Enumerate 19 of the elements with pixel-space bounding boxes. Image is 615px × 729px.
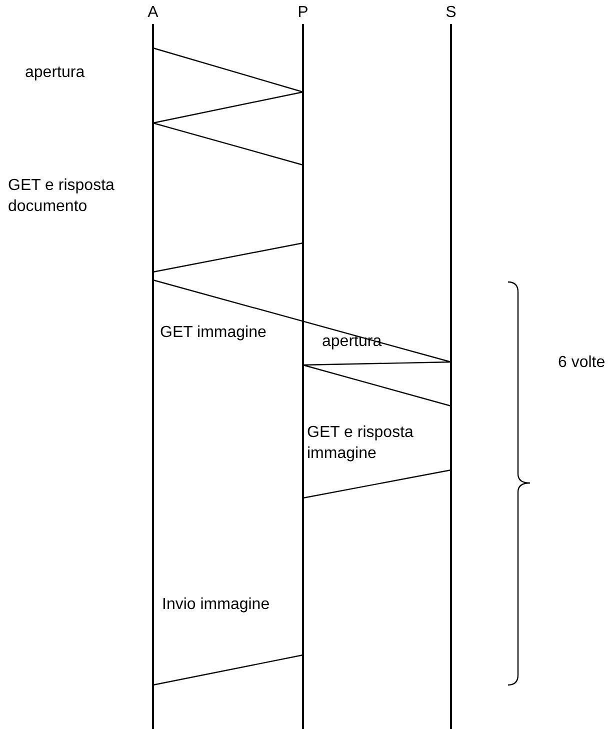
message-line — [302, 361, 452, 366]
step-note: GET e risposta documento — [8, 176, 116, 217]
lifeline-label: S — [444, 4, 458, 22]
message-line — [152, 91, 304, 124]
step-note: GET immagine — [160, 323, 266, 343]
step-note: apertura — [322, 332, 382, 352]
lifeline-label: A — [146, 4, 160, 22]
message-line — [152, 242, 304, 273]
step-note: GET e risposta immagine — [307, 423, 414, 464]
step-note: 6 volte — [558, 353, 606, 373]
lifeline-label: P — [296, 4, 310, 22]
step-note: Invio immagine — [162, 595, 270, 615]
message-line — [302, 469, 452, 499]
message-line — [152, 122, 304, 166]
message-line — [152, 654, 304, 686]
message-line — [302, 364, 452, 407]
message-line — [152, 279, 452, 363]
message-line — [152, 47, 304, 93]
step-note: apertura — [25, 63, 85, 83]
